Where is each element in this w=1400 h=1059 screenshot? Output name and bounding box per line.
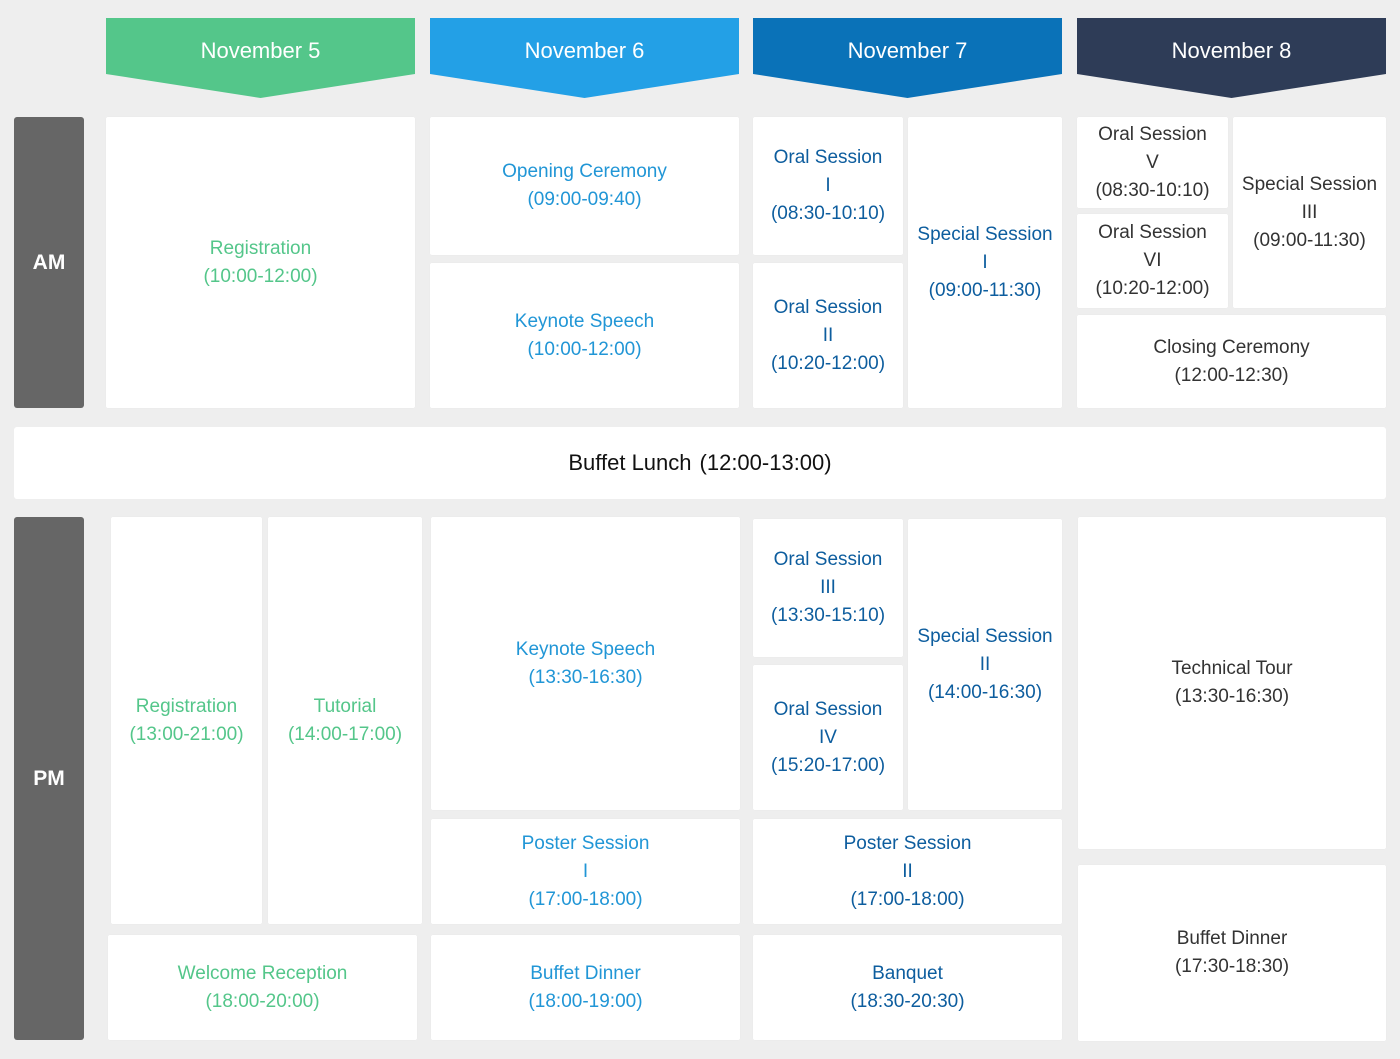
header-november-8: November 8 [1077,18,1386,98]
header-november-7: November 7 [753,18,1062,98]
pm-label: PM [14,517,84,1040]
session-time: (09:00-11:30) [1253,229,1366,251]
session-time: (15:20-17:00) [770,754,886,776]
nov8-technical-tour[interactable]: Technical Tour (13:30-16:30) [1078,517,1386,849]
session-time: (08:30-10:10) [1095,179,1210,201]
nov7-oral-session-3[interactable]: Oral Session III (13:30-15:10) [753,519,903,657]
session-time: (13:30-16:30) [1174,686,1290,707]
session-title: Special Session [917,625,1053,647]
session-time: (18:00-20:00) [205,990,320,1012]
nov6-opening-ceremony[interactable]: Opening Ceremony (09:00-09:40) [430,117,739,255]
session-number: I [825,175,831,196]
session-title: Oral Session [1098,123,1207,145]
session-title: Oral Session [773,147,883,168]
session-title: Technical Tour [1171,658,1293,679]
nov7-special-session-1[interactable]: Special Session I (09:00-11:30) [908,117,1062,408]
session-title: Closing Ceremony [1153,336,1310,358]
nov6-keynote-pm[interactable]: Keynote Speech (13:30-16:30) [431,517,740,810]
session-time: (18:30-20:30) [850,990,965,1012]
header-label: November 7 [847,38,968,63]
session-time: (17:30-18:30) [1174,956,1290,977]
session-number: III [1301,201,1318,223]
nov8-oral-session-5[interactable]: Oral Session V (08:30-10:10) [1077,117,1228,208]
am-label: AM [14,117,84,408]
session-title: Buffet Dinner [530,962,641,984]
session-number: VI [1143,250,1162,271]
am-text: AM [32,250,66,274]
nov6-buffet-dinner[interactable]: Buffet Dinner (18:00-19:00) [431,935,740,1040]
nov7-oral-session-1[interactable]: Oral Session I (08:30-10:10) [753,117,903,255]
pm-text: PM [33,766,65,790]
session-title: Poster Session [521,832,650,854]
header-november-6: November 6 [430,18,739,98]
header-label: November 5 [200,38,321,63]
session-title: Keynote Speech [515,638,656,660]
session-time: (17:00-18:00) [850,888,965,910]
nov7-oral-session-4[interactable]: Oral Session IV (15:20-17:00) [753,665,903,810]
session-time: (09:00-09:40) [527,189,642,210]
session-title: Oral Session [773,549,883,570]
session-time: (09:00-11:30) [928,279,1042,301]
session-title: Oral Session [773,698,883,720]
nov7-banquet[interactable]: Banquet (18:30-20:30) [753,935,1062,1040]
session-time: (13:00-21:00) [129,723,244,745]
nov5-registration-pm[interactable]: Registration (13:00-21:00) [111,517,262,924]
session-title: Special Session [917,223,1053,245]
nov5-welcome-reception[interactable]: Welcome Reception (18:00-20:00) [108,935,417,1040]
nov8-buffet-dinner[interactable]: Buffet Dinner (17:30-18:30) [1078,865,1386,1041]
lunch-title: Buffet Lunch [568,450,692,475]
header-label: November 6 [524,38,645,63]
session-title: Welcome Reception [177,962,348,984]
session-title: Keynote Speech [514,310,655,332]
session-time: (10:20-12:00) [1095,278,1210,299]
session-number: IV [819,726,837,748]
session-number: I [982,251,988,273]
session-time: (17:00-18:00) [528,888,643,910]
session-time: (14:00-17:00) [287,723,403,745]
nov7-oral-session-2[interactable]: Oral Session II (10:20-12:00) [753,263,903,408]
session-title: Banquet [872,962,943,984]
session-number: II [979,653,991,675]
session-title: Oral Session [773,296,883,318]
session-number: I [582,860,589,882]
session-title: Tutorial [313,695,377,717]
session-title: Registration [209,237,312,259]
nov6-keynote-am[interactable]: Keynote Speech (10:00-12:00) [430,263,739,408]
nov8-special-session-3[interactable]: Special Session III (09:00-11:30) [1233,117,1386,308]
header-november-5: November 5 [106,18,415,98]
session-number: V [1146,151,1159,173]
session-time: (13:30-15:10) [770,605,886,626]
nov8-closing-ceremony[interactable]: Closing Ceremony (12:00-12:30) [1077,315,1386,408]
session-time: (10:20-12:00) [770,352,886,374]
session-time: (18:00-19:00) [528,990,643,1012]
buffet-lunch-bar[interactable]: Buffet Lunch (12:00-13:00) [14,427,1386,499]
session-time: (10:00-12:00) [527,338,642,360]
nov8-oral-session-6[interactable]: Oral Session VI (10:20-12:00) [1077,214,1228,308]
nov7-special-session-2[interactable]: Special Session II (14:00-16:30) [908,519,1062,810]
header-label: November 8 [1171,38,1292,63]
session-title: Opening Ceremony [502,161,667,182]
session-time: (10:00-12:00) [203,265,318,287]
session-time: (12:00-12:30) [1174,364,1289,386]
session-title: Poster Session [843,832,972,854]
session-title: Buffet Dinner [1176,928,1288,949]
session-number: III [820,577,836,598]
session-title: Special Session [1241,173,1378,195]
lunch-time: (12:00-13:00) [699,450,832,475]
nov5-tutorial[interactable]: Tutorial (14:00-17:00) [268,517,422,924]
session-number: II [822,324,834,346]
session-title: Registration [135,695,238,717]
nov5-registration-am[interactable]: Registration (10:00-12:00) [106,117,415,408]
session-number: II [902,860,913,882]
session-time: (13:30-16:30) [528,666,643,688]
nov6-poster-session-1[interactable]: Poster Session I (17:00-18:00) [431,819,740,924]
nov7-poster-session-2[interactable]: Poster Session II (17:00-18:00) [753,819,1062,924]
session-title: Oral Session [1098,222,1207,243]
session-time: (08:30-10:10) [770,203,886,224]
session-time: (14:00-16:30) [927,681,1043,703]
